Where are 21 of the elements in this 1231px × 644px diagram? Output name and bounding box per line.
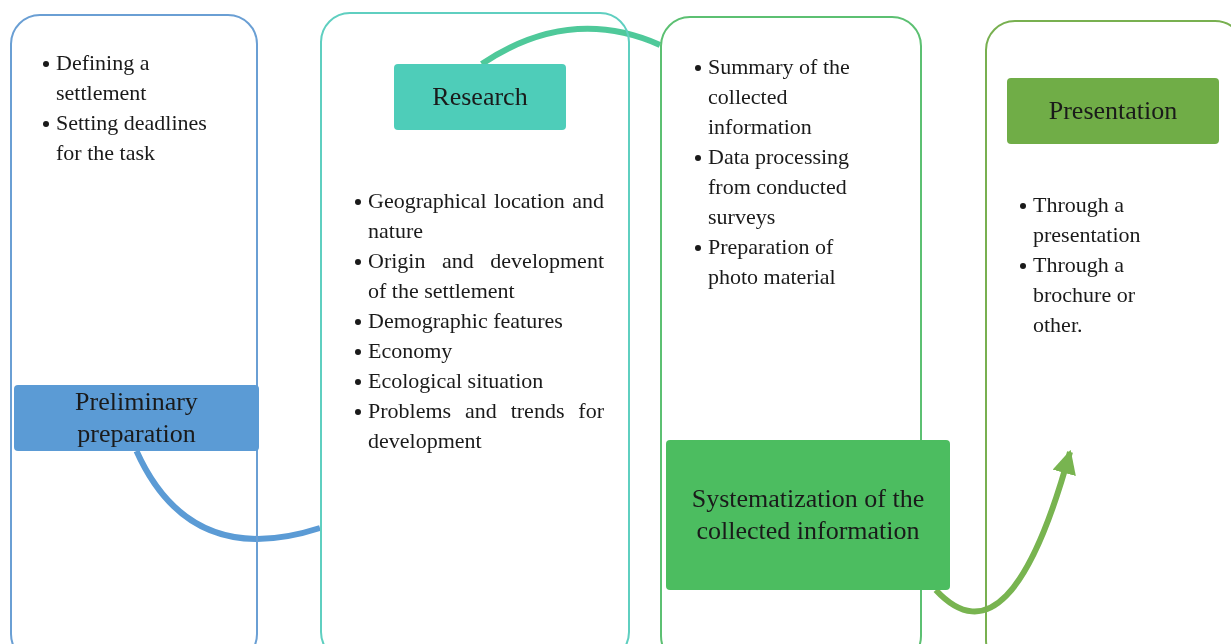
bullet-text: Defining a settlement: [56, 50, 150, 105]
bullet-text: Problems and trends for development: [368, 398, 604, 453]
bullet-text: Origin and development of the settlement: [368, 248, 604, 303]
bullet-text: Through a brochure or other.: [1033, 252, 1135, 337]
bullet-text: Economy: [368, 338, 453, 363]
bullet-text: Data processing from conducted surveys: [708, 144, 850, 229]
step-card: [10, 14, 258, 644]
step-card: [320, 12, 630, 644]
bullet-text: Through a presentation: [1033, 192, 1141, 247]
step-title-box: Systematization of the collected information: [666, 440, 950, 590]
bullet-text: Preparation of photo material: [708, 234, 836, 289]
step-title-box: Presentation: [1007, 78, 1219, 144]
step-title-box: Preliminary preparation: [14, 385, 259, 451]
bullet-text: Setting deadlines for the task: [56, 110, 207, 165]
bullet-text: Demographic features: [368, 308, 563, 333]
step-title-box: Research: [394, 64, 566, 130]
bullet-text: Ecological situation: [368, 368, 544, 393]
step-card: [985, 20, 1231, 644]
bullet-text: Geographical location and nature: [368, 188, 604, 243]
curved-arrow: [933, 449, 1076, 615]
bullet-text: Summary of the collected information: [708, 54, 850, 139]
